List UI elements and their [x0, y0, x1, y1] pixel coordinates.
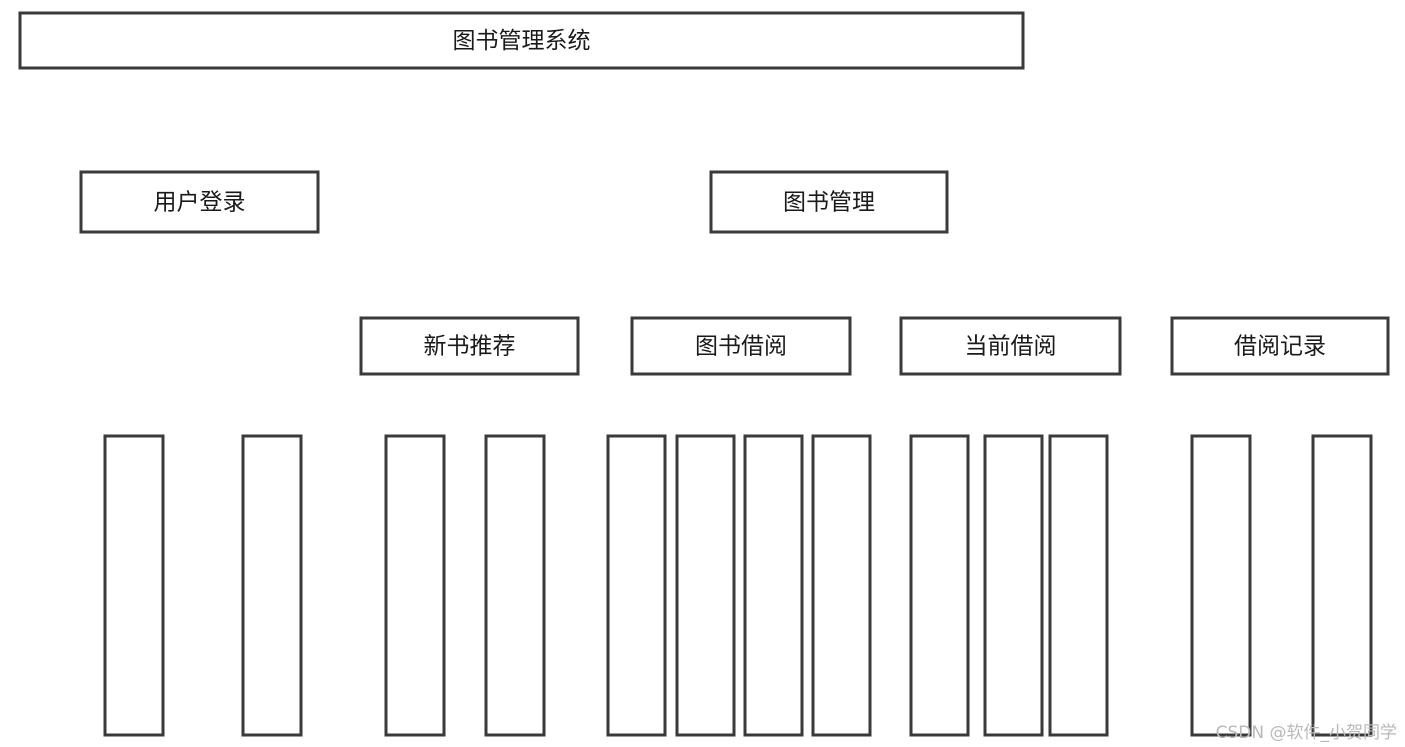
- node-leaf-1[interactable]: [241, 434, 303, 737]
- node-level3-1[interactable]: [630, 316, 852, 376]
- node-root[interactable]: [18, 11, 1025, 70]
- node-leaf-8[interactable]: [909, 434, 970, 737]
- node-leaf-6[interactable]: [743, 434, 804, 737]
- node-leaf-7[interactable]: [811, 434, 872, 737]
- node-level3-label-3: 借阅记录: [1234, 334, 1326, 360]
- node-level3-label-1: 图书借阅: [695, 334, 787, 360]
- node-leaf-10[interactable]: [1048, 434, 1109, 737]
- node-level3-label-0: 新书推荐: [424, 334, 516, 360]
- node-leaf-4[interactable]: [606, 434, 667, 737]
- node-root-label: 图书管理系统: [453, 28, 591, 54]
- node-level2-label-1: 图书管理: [783, 190, 875, 216]
- node-level3-label-2: 当前借阅: [965, 334, 1057, 360]
- node-level3-2[interactable]: [899, 316, 1122, 376]
- node-leaf-3[interactable]: [484, 434, 546, 737]
- node-level2-1[interactable]: [709, 170, 949, 234]
- node-box-layer: [18, 11, 1390, 737]
- node-leaf-5[interactable]: [675, 434, 736, 737]
- node-leaf-11[interactable]: [1190, 434, 1252, 737]
- node-level2-0[interactable]: [79, 170, 320, 234]
- node-level3-3[interactable]: [1170, 316, 1390, 376]
- node-leaf-12[interactable]: [1311, 434, 1373, 737]
- node-leaf-2[interactable]: [384, 434, 446, 737]
- node-level3-0[interactable]: [359, 316, 580, 376]
- node-leaf-9[interactable]: [983, 434, 1044, 737]
- node-level2-label-0: 用户登录: [154, 190, 246, 216]
- node-leaf-0[interactable]: [103, 434, 165, 737]
